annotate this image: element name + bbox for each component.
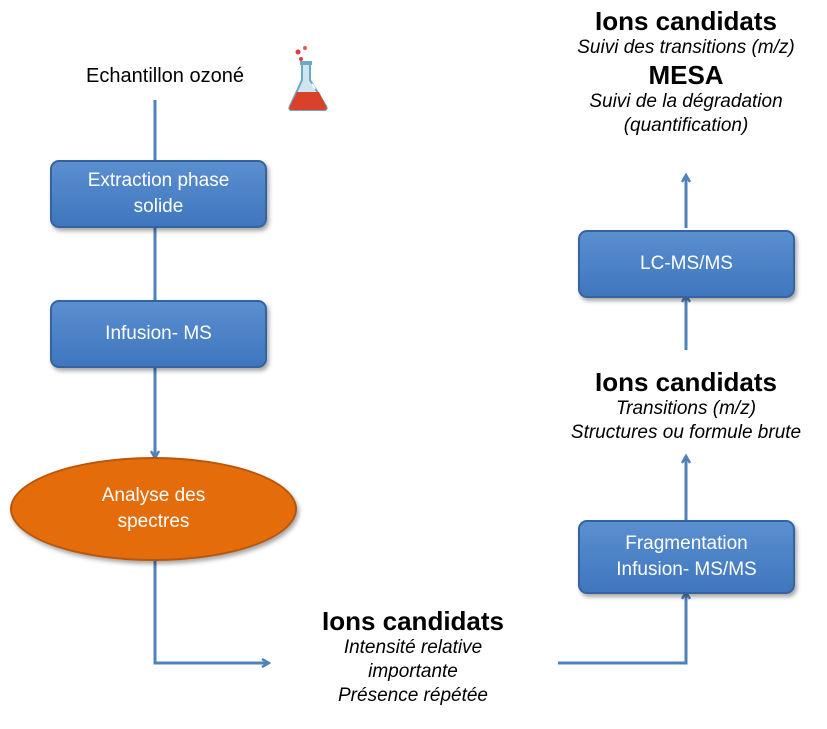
candidates-middle-line-2: Structures ou formule brute bbox=[570, 422, 802, 443]
fragmentation-label: Fragmentation Infusion- MS/MS bbox=[616, 533, 757, 580]
candidates-bottom-line-3: Présence répétée bbox=[338, 685, 488, 706]
candidates-top-title: Ions candidats bbox=[594, 6, 778, 36]
start-label: Echantillon ozoné bbox=[86, 65, 244, 87]
infusion-ms-label: Infusion- MS bbox=[105, 323, 212, 345]
analyse-ellipse: Analyse des spectres bbox=[10, 457, 297, 561]
candidates-bottom-title: Ions candidats bbox=[321, 606, 505, 636]
candidates-middle: Ions candidats Transitions (m/z) Structu… bbox=[536, 367, 827, 445]
candidates-top-line-3: (quantification) bbox=[623, 115, 749, 136]
analyse-label: Analyse des spectres bbox=[101, 485, 206, 532]
candidates-bottom: Ions candidats Intensité relative import… bbox=[268, 606, 558, 708]
arrow-candidates-to-fragmentation bbox=[558, 593, 686, 665]
extraction-label: Extraction phase solide bbox=[87, 170, 230, 217]
mesa-title: MESA bbox=[648, 60, 724, 90]
candidates-middle-line-1: Transitions (m/z) bbox=[615, 398, 757, 419]
candidates-top-line-1: Suivi des transitions (m/z) bbox=[577, 37, 795, 58]
candidates-top-line-2: Suivi de la dégradation bbox=[589, 91, 783, 112]
fragmentation-box: Fragmentation Infusion- MS/MS bbox=[578, 520, 795, 594]
lcmsms-label: LC-MS/MS bbox=[640, 253, 733, 275]
candidates-bottom-line-2: importante bbox=[368, 661, 458, 682]
flask-icon bbox=[288, 46, 328, 111]
extraction-box: Extraction phase solide bbox=[50, 160, 267, 228]
candidates-bottom-line-1: Intensité relative bbox=[343, 637, 483, 658]
arrow-analyse-to-candidates bbox=[153, 560, 268, 663]
lcmsms-box: LC-MS/MS bbox=[578, 230, 795, 298]
candidates-top: Ions candidats Suivi des transitions (m/… bbox=[536, 6, 827, 138]
candidates-middle-title: Ions candidats bbox=[594, 367, 778, 397]
infusion-ms-box: Infusion- MS bbox=[50, 300, 267, 368]
